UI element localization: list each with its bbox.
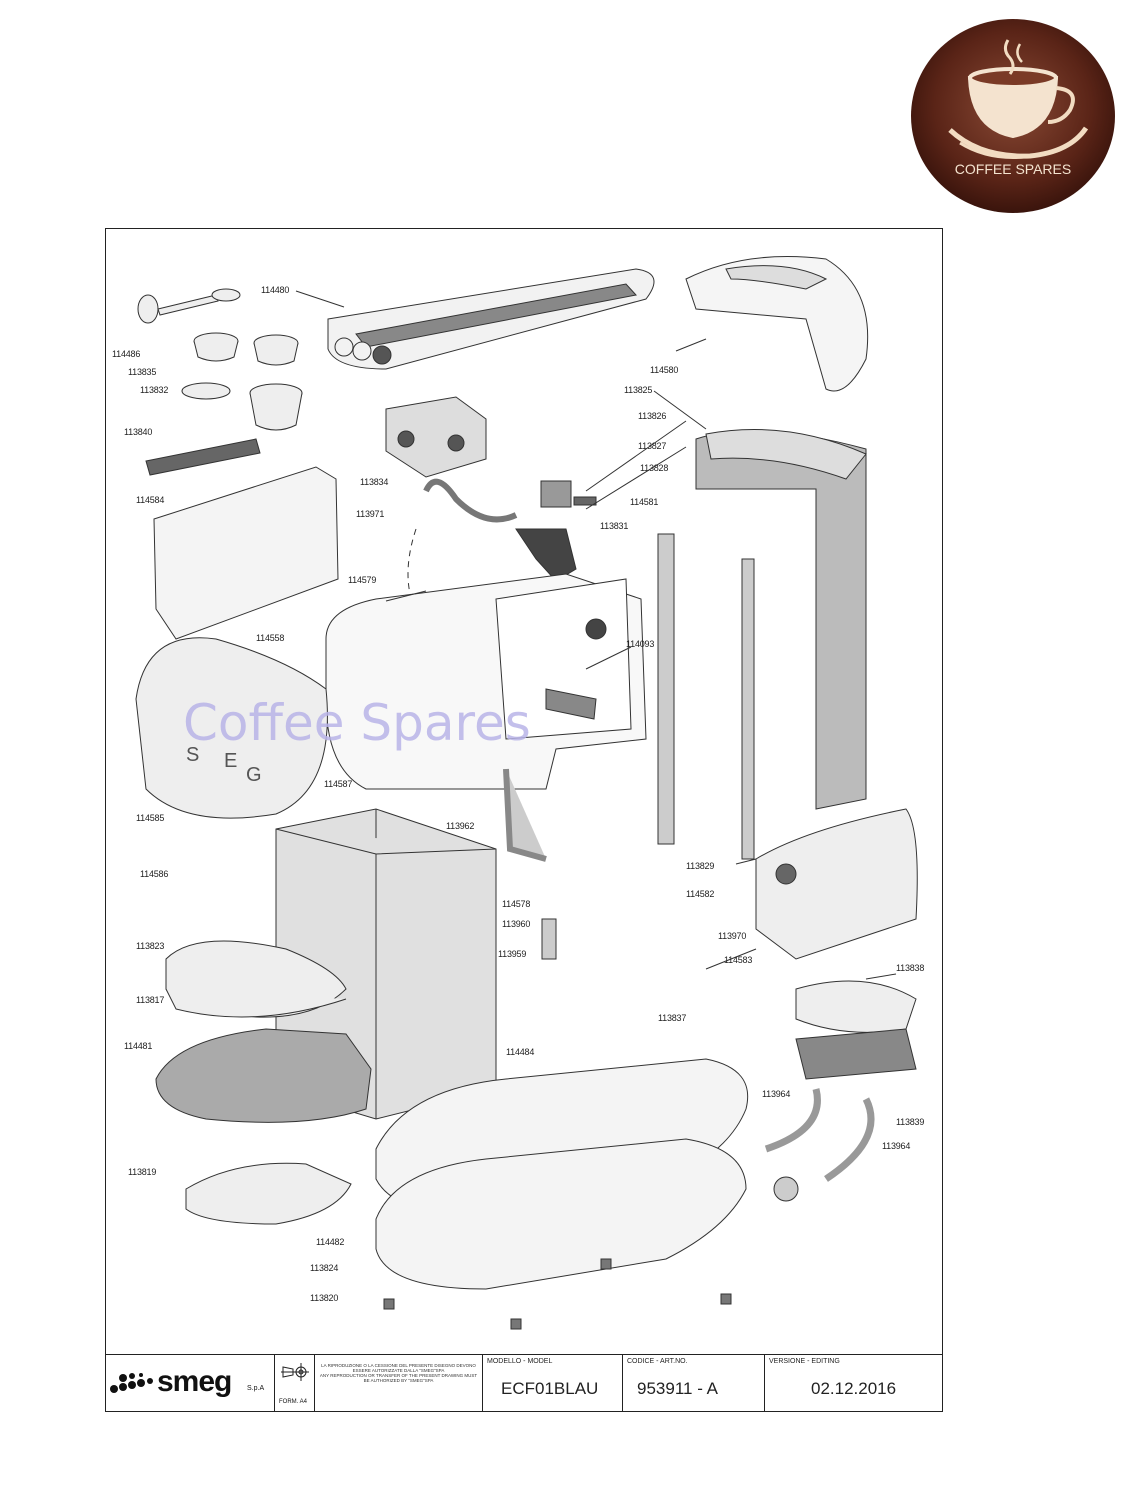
part-callout: 114578 — [502, 899, 531, 909]
tube-part-2 — [824, 1097, 875, 1182]
version-value: 02.12.2016 — [811, 1379, 897, 1398]
watermark: Coffee Spares — [183, 694, 531, 752]
part-callout: 114587 — [324, 779, 353, 789]
part-callout: 113829 — [686, 861, 715, 871]
part-callout: 114486 — [112, 349, 141, 359]
part-callout: 113823 — [136, 941, 165, 951]
part-callout: 113959 — [498, 949, 527, 959]
cup-tray-part — [327, 268, 655, 370]
svg-text:S: S — [186, 744, 199, 766]
part-callout: 114583 — [724, 955, 753, 965]
part-callout: 113819 — [128, 1167, 157, 1177]
drip-tray-part — [155, 1028, 372, 1123]
code-label: CODICE - ART.NO. — [627, 1358, 688, 1365]
spoon-and-filters-part — [137, 288, 303, 476]
side-panel-part — [695, 429, 867, 810]
part-callout: 113817 — [136, 995, 165, 1005]
part-callout: 113839 — [896, 1117, 925, 1127]
pump-part — [773, 1176, 799, 1202]
form-cell: FORM. A4 — [275, 1355, 315, 1411]
notice-italian: LA RIPRODUZIONE O LA CESSIONE DEL PRESEN… — [321, 1363, 476, 1373]
part-callout: 113831 — [600, 521, 629, 531]
steam-wand-part — [503, 768, 557, 960]
part-callout: 114480 — [261, 285, 290, 295]
part-callout: 113825 — [624, 385, 653, 395]
title-block: smeg S.p.A FORM. A4 LA RIPRODUZIONE O LA… — [105, 1354, 943, 1412]
exploded-view-sheet: S E G — [105, 228, 943, 1412]
frame-part — [325, 573, 647, 790]
part-callout: 113824 — [310, 1263, 339, 1273]
form-label: FORM. A4 — [279, 1399, 308, 1405]
part-callout: 113971 — [356, 509, 385, 519]
part-callout: 114579 — [348, 575, 377, 585]
version-label: VERSIONE - EDITING — [769, 1358, 840, 1365]
brand-name: smeg — [157, 1365, 232, 1398]
exploded-diagram: S E G — [135, 256, 918, 1330]
smeg-dots-icon — [110, 1373, 153, 1393]
part-callout: 114582 — [686, 889, 715, 899]
leader-lines — [295, 290, 897, 980]
selector-part — [385, 396, 487, 478]
part-callout: 114481 — [124, 1041, 153, 1051]
notice-english: ANY REPRODUCTION OR TRANSFER OF THE PRES… — [319, 1373, 478, 1383]
feet-part — [383, 1258, 732, 1330]
base-part — [375, 1058, 749, 1290]
top-cover-part — [685, 256, 869, 392]
part-callout: 114581 — [630, 497, 659, 507]
version-cell: VERSIONE - EDITING 02.12.2016 — [765, 1355, 941, 1411]
part-callout: 113964 — [882, 1141, 911, 1151]
side-cover-part — [755, 808, 918, 960]
part-callout: 113970 — [718, 931, 747, 941]
part-callout: 113835 — [128, 367, 157, 377]
rail-part — [657, 533, 675, 845]
coffee-cup-icon — [948, 39, 1089, 159]
hose-part — [423, 478, 518, 523]
part-callout: 114093 — [626, 639, 655, 649]
part-callout: 113960 — [502, 919, 531, 929]
part-callout: 114584 — [136, 495, 165, 505]
front-dome-part: S E G — [135, 637, 328, 819]
valve-assembly-part — [515, 480, 597, 582]
tray-grid-part — [185, 1162, 352, 1225]
part-callout: 114580 — [650, 365, 679, 375]
brand-cell: smeg S.p.A — [105, 1355, 275, 1411]
projection-symbol-icon — [281, 1363, 309, 1381]
tube-part — [764, 1088, 821, 1153]
part-callout: 113962 — [446, 821, 475, 831]
part-callout: 113838 — [896, 963, 925, 973]
part-callout: 113964 — [762, 1089, 791, 1099]
code-value: 953911 - A — [637, 1379, 718, 1398]
part-callout: 114482 — [316, 1237, 345, 1247]
code-cell: CODICE - ART.NO. 953911 - A — [623, 1355, 765, 1411]
notice-cell: LA RIPRODUZIONE O LA CESSIONE DEL PRESEN… — [315, 1355, 483, 1411]
rail-part-2 — [741, 558, 755, 860]
part-callout: 114558 — [256, 633, 285, 643]
part-callout: 113832 — [140, 385, 169, 395]
part-callout: 113840 — [124, 427, 153, 437]
logo-text: COFFEE SPARES — [955, 161, 1071, 177]
coffee-spares-logo: COFFEE SPARES — [911, 19, 1115, 213]
part-callout: 114586 — [140, 869, 169, 879]
svg-text:G: G — [246, 764, 262, 786]
tank-lid-part — [795, 980, 917, 1080]
brand-suffix: S.p.A — [247, 1385, 265, 1392]
cup-grid-part — [165, 940, 347, 1018]
part-callout: 113834 — [360, 477, 389, 487]
part-callout: 113820 — [310, 1293, 339, 1303]
part-callout: 113827 — [638, 441, 667, 451]
model-label: MODELLO - MODEL — [487, 1358, 553, 1365]
part-callout: 114484 — [506, 1047, 535, 1057]
svg-text:E: E — [224, 750, 237, 772]
part-callout: 113837 — [658, 1013, 687, 1023]
part-callout: 113828 — [640, 463, 669, 473]
control-panel-part — [153, 466, 339, 640]
model-cell: MODELLO - MODEL ECF01BLAU — [483, 1355, 623, 1411]
part-callout: 113826 — [638, 411, 667, 421]
part-callout: 114585 — [136, 813, 165, 823]
model-value: ECF01BLAU — [501, 1379, 599, 1398]
